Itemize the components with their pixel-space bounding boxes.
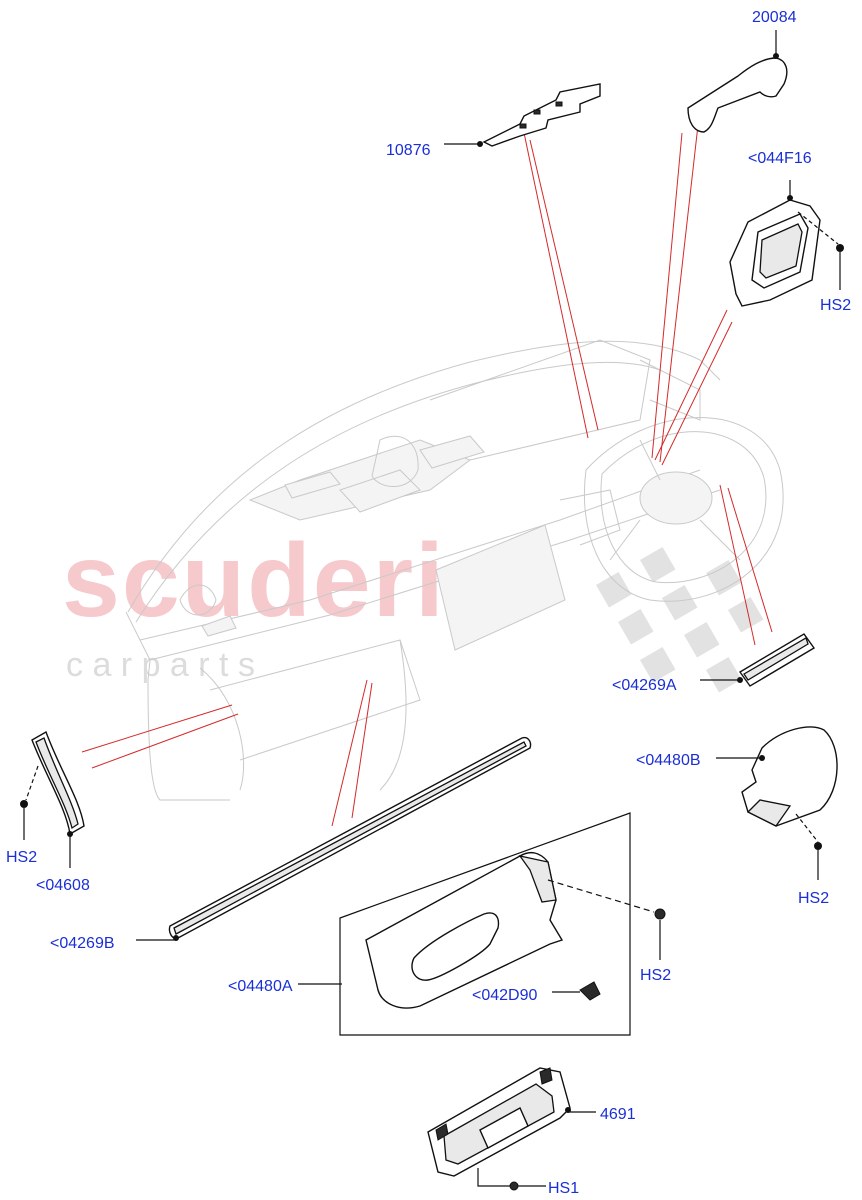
watermark-brand: scuderia (62, 523, 506, 639)
glovebox-detail-frame (339, 812, 631, 1036)
part-4691-mounting-bracket[interactable] (427, 1067, 596, 1191)
label-04480B[interactable]: <04480B (636, 752, 701, 769)
label-20084[interactable]: 20084 (752, 9, 797, 26)
label-10876[interactable]: 10876 (386, 142, 431, 159)
part-04269A-trim-strip[interactable] (700, 633, 816, 687)
label-hs2-cluster[interactable]: HS2 (820, 297, 851, 314)
label-04269A[interactable]: <04269A (612, 677, 677, 694)
part-044F16-cluster-housing[interactable] (729, 180, 844, 307)
label-04608[interactable]: <04608 (36, 877, 90, 894)
part-04480A-glovebox[interactable] (298, 851, 666, 1009)
label-4691[interactable]: 4691 (600, 1106, 636, 1123)
label-hs2-right[interactable]: HS2 (798, 890, 829, 907)
watermark-sub: c a r p a r t s (66, 646, 255, 684)
part-10876-bracket[interactable] (444, 83, 601, 147)
part-04608-a-pillar-trim[interactable] (20, 730, 85, 868)
part-20084-shroud[interactable] (687, 30, 788, 133)
label-042D90[interactable]: <042D90 (472, 987, 537, 1004)
label-hs1[interactable]: HS1 (548, 1180, 579, 1197)
label-04480A[interactable]: <04480A (228, 978, 293, 995)
part-04480B-column-shroud[interactable] (716, 726, 838, 880)
label-04269B[interactable]: <04269B (50, 935, 115, 952)
watermark: scuderia c a r p a r t s (62, 523, 764, 693)
checker-flag-watermark (595, 547, 764, 693)
label-hs2-glovebox[interactable]: HS2 (640, 967, 671, 984)
label-044F16[interactable]: <044F16 (748, 150, 812, 167)
reference-lines (81, 124, 773, 827)
part-04269B-dash-strip[interactable] (136, 736, 532, 941)
label-hs2-left[interactable]: HS2 (6, 849, 37, 866)
dashboard-ghost-outline (125, 339, 784, 801)
